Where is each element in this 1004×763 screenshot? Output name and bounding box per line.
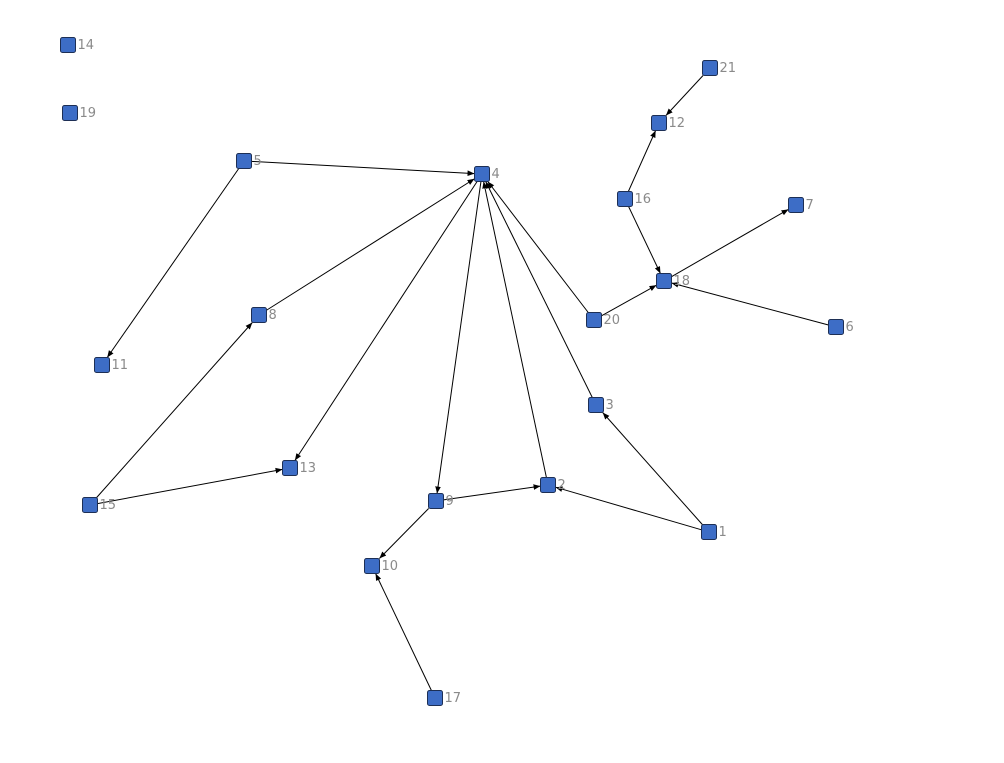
node-box[interactable]: [251, 307, 267, 323]
node-box[interactable]: [94, 357, 110, 373]
edge-16-to-18: [628, 206, 661, 274]
node-label: 20: [604, 313, 621, 328]
node-2[interactable]: 2: [540, 477, 566, 494]
node-label: 17: [445, 691, 462, 706]
node-label: 12: [669, 116, 686, 131]
node-4[interactable]: 4: [474, 166, 500, 183]
edge-18-to-7: [671, 208, 789, 278]
node-3[interactable]: 3: [588, 397, 614, 414]
edge-6-to-18: [671, 282, 829, 326]
edge-9-to-10: [379, 508, 429, 559]
node-box[interactable]: [82, 497, 98, 513]
node-label: 4: [492, 167, 500, 182]
node-label: 15: [100, 498, 117, 513]
node-16[interactable]: 16: [617, 191, 652, 208]
node-9[interactable]: 9: [428, 493, 454, 510]
edge-4-to-9: [435, 181, 482, 494]
node-box[interactable]: [474, 166, 490, 182]
node-5[interactable]: 5: [236, 153, 262, 170]
node-15[interactable]: 15: [82, 497, 117, 514]
node-box[interactable]: [364, 558, 380, 574]
edge-2-to-4: [482, 181, 547, 478]
node-6[interactable]: 6: [828, 319, 854, 336]
edge-20-to-4: [487, 181, 589, 313]
node-box[interactable]: [588, 397, 604, 413]
edge-3-to-4: [485, 181, 593, 398]
node-label: 18: [674, 274, 691, 289]
edge-17-to-10: [375, 573, 432, 691]
node-box[interactable]: [282, 460, 298, 476]
node-box[interactable]: [656, 273, 672, 289]
edge-5-to-11: [106, 168, 240, 358]
node-8[interactable]: 8: [251, 307, 277, 324]
node-box[interactable]: [540, 477, 556, 493]
node-label: 1: [719, 525, 727, 540]
edge-5-to-4: [251, 160, 475, 177]
node-11[interactable]: 11: [94, 357, 129, 374]
edge-15-to-8: [96, 322, 253, 498]
node-label: 16: [635, 192, 652, 207]
node-17[interactable]: 17: [427, 690, 462, 707]
node-label: 6: [846, 320, 854, 335]
edge-20-to-18: [601, 284, 657, 317]
node-20[interactable]: 20: [586, 312, 621, 329]
node-box[interactable]: [586, 312, 602, 328]
node-label: 10: [382, 559, 399, 574]
edges-layer: [96, 75, 829, 691]
node-label: 5: [254, 154, 262, 169]
node-label: 21: [720, 61, 737, 76]
node-box[interactable]: [617, 191, 633, 207]
edge-1-to-2: [555, 486, 702, 531]
node-1[interactable]: 1: [701, 524, 727, 541]
node-box[interactable]: [236, 153, 252, 169]
node-label: 19: [80, 106, 97, 121]
node-14[interactable]: 14: [60, 37, 95, 54]
node-box[interactable]: [651, 115, 667, 131]
node-box[interactable]: [828, 319, 844, 335]
node-label: 14: [78, 38, 95, 53]
node-21[interactable]: 21: [702, 60, 737, 77]
edge-8-to-4: [266, 178, 475, 311]
node-label: 13: [300, 461, 317, 476]
node-box[interactable]: [427, 690, 443, 706]
node-label: 9: [446, 494, 454, 509]
node-box[interactable]: [428, 493, 444, 509]
node-box[interactable]: [701, 524, 717, 540]
node-12[interactable]: 12: [651, 115, 686, 132]
node-label: 2: [558, 478, 566, 493]
node-13[interactable]: 13: [282, 460, 317, 477]
edge-21-to-12: [665, 75, 704, 116]
node-box[interactable]: [60, 37, 76, 53]
edge-16-to-12: [627, 130, 657, 192]
edge-15-to-13: [97, 467, 283, 505]
edge-9-to-2: [443, 484, 541, 501]
node-label: 7: [806, 198, 814, 213]
node-10[interactable]: 10: [364, 558, 399, 575]
node-18[interactable]: 18: [656, 273, 691, 290]
node-box[interactable]: [62, 105, 78, 121]
node-box[interactable]: [702, 60, 718, 76]
edge-1-to-3: [602, 412, 703, 525]
node-box[interactable]: [788, 197, 804, 213]
node-label: 8: [269, 308, 277, 323]
edge-4-to-13: [294, 181, 478, 461]
node-19[interactable]: 19: [62, 105, 97, 122]
node-label: 3: [606, 398, 614, 413]
node-label: 11: [112, 358, 129, 373]
node-7[interactable]: 7: [788, 197, 814, 214]
